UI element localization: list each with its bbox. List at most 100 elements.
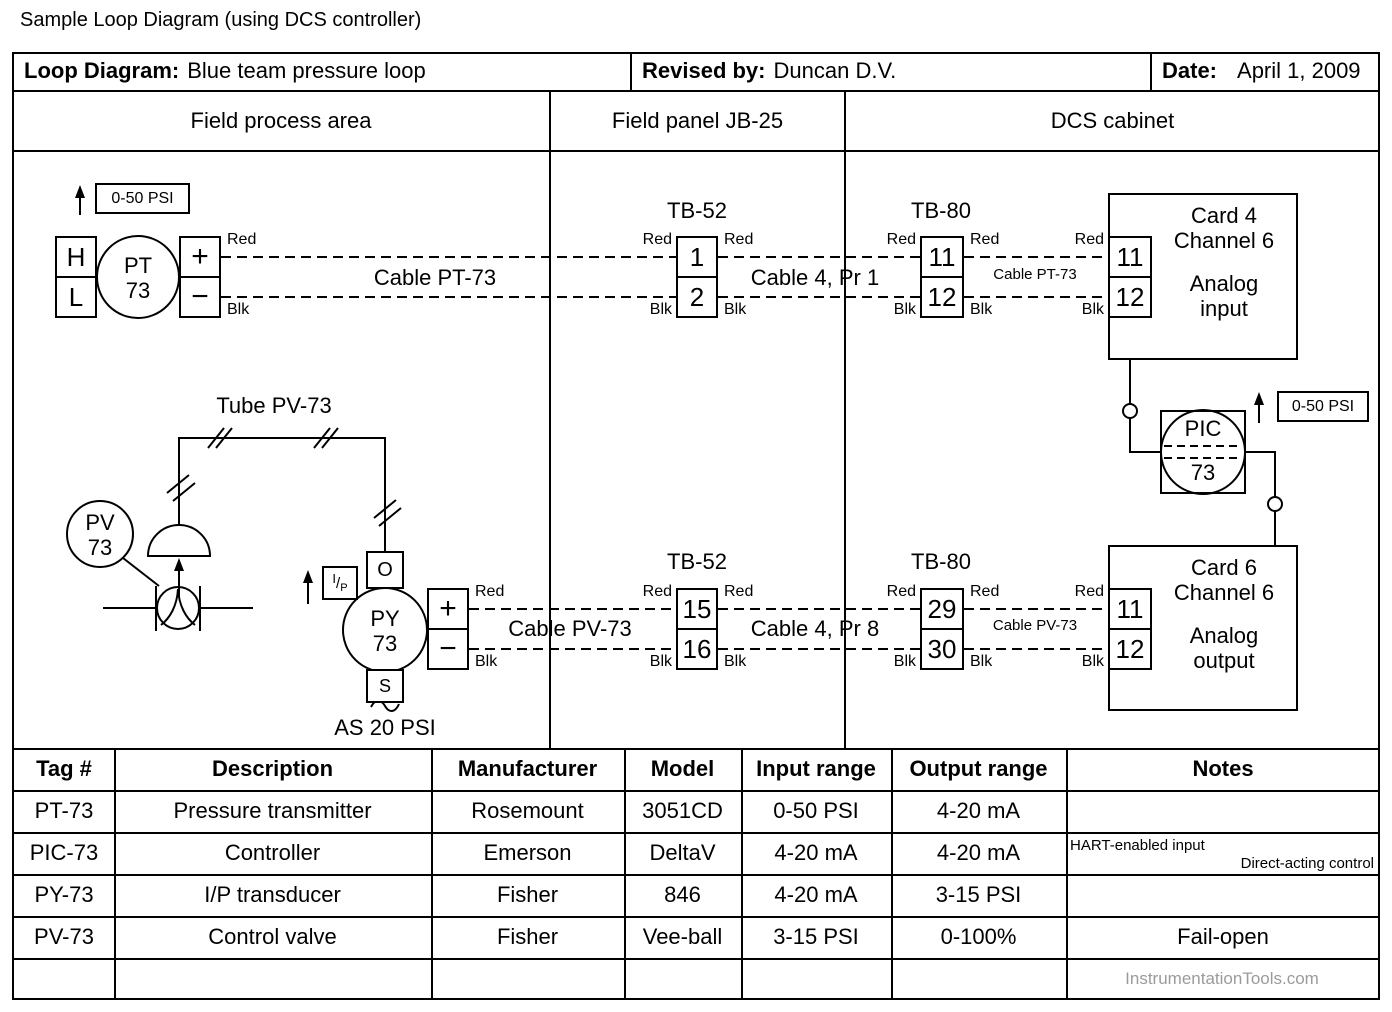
table-row-description: Control valve <box>208 924 337 949</box>
card6-title: Card 6 Channel 6 <box>1173 555 1275 605</box>
table-row-output-range: 4-20 mA <box>936 798 1021 823</box>
table-row-tag: PV-73 <box>34 924 94 949</box>
up-arrows <box>79 197 1260 604</box>
frame-right-line <box>1378 52 1380 1000</box>
wire-label-blk: Blk <box>970 653 993 670</box>
area-header-panel: Field panel JB-25 <box>611 108 784 133</box>
table-row-model: 3051CD <box>642 798 723 823</box>
card4-title: Card 4 Channel 6 <box>1173 203 1275 253</box>
pv-signal-wires <box>469 608 1108 650</box>
area-header-dcs: DCS cabinet <box>1050 108 1175 133</box>
revised-by-value: Duncan D.V. <box>773 58 897 83</box>
pt-cable-field-label: Cable PT-73 <box>373 265 497 290</box>
wire-label-blk: Blk <box>649 301 672 318</box>
page-title: Sample Loop Diagram (using DCS controlle… <box>20 8 422 31</box>
frame-top-line <box>12 52 1380 54</box>
table-row-manufacturer: Emerson <box>483 840 572 865</box>
wire-label-blk: Blk <box>724 301 747 318</box>
table-header-manufacturer: Manufacturer <box>457 756 598 781</box>
wire-label-red: Red <box>970 583 1000 600</box>
tb52-terminal-2: 2 <box>676 276 718 318</box>
date-label: Date: <box>1162 58 1218 83</box>
table-row-line <box>12 832 1380 834</box>
area-header-field: Field process area <box>190 108 372 133</box>
wire-label-red: Red <box>1074 231 1104 248</box>
pic-shared-display-dashes <box>1164 445 1242 459</box>
pt-terminal-minus: − <box>179 276 221 318</box>
card6-terminal-12: 12 <box>1108 628 1152 670</box>
table-header-input-range: Input range <box>756 756 876 781</box>
wire-label-red: Red <box>886 231 916 248</box>
area-divider-field-panel <box>549 92 551 750</box>
revised-by-label: Revised by: <box>642 58 766 83</box>
table-col-line <box>741 748 743 1000</box>
table-row-notes: Fail-open <box>1177 924 1269 949</box>
table-row-input-range: 3-15 PSI <box>773 924 859 949</box>
pt-terminal-plus: + <box>179 236 221 278</box>
tb80-terminal-30: 30 <box>920 628 964 670</box>
wire-label-blk: Blk <box>893 653 916 670</box>
pic-tag-line1: PIC <box>1184 416 1222 441</box>
table-row-line <box>12 916 1380 918</box>
wire-label-red: Red <box>724 231 754 248</box>
wire-label-red: Red <box>1074 583 1104 600</box>
titleblock-bottom-line <box>12 90 1380 92</box>
table-row-input-range: 4-20 mA <box>774 882 858 907</box>
pv-tag: PV 73 <box>85 510 115 560</box>
wire-label-red: Red <box>475 583 505 600</box>
py-tag: PY 73 <box>370 606 400 656</box>
wire-label-blk: Blk <box>970 301 993 318</box>
pneumatic-tube <box>166 427 402 551</box>
py-output-port: O <box>366 551 404 589</box>
py-terminal-plus: + <box>427 588 469 630</box>
frame-left-line <box>12 52 14 1000</box>
table-col-line <box>114 748 116 1000</box>
wire-label-red: Red <box>642 231 672 248</box>
table-header-notes: Notes <box>1192 756 1254 781</box>
table-header-output-range: Output range <box>909 756 1048 781</box>
table-header-model: Model <box>650 756 715 781</box>
py-supply-port: S <box>366 669 404 703</box>
pt-signal-wires <box>221 256 1108 298</box>
pt-cable-panel-label: Cable 4, Pr 1 <box>750 265 880 290</box>
tb80-terminal-29: 29 <box>920 588 964 630</box>
pic-square <box>1160 410 1246 494</box>
table-top-line <box>12 748 1380 750</box>
table-row-output-range: 0-100% <box>940 924 1017 949</box>
table-row-model: DeltaV <box>649 840 716 865</box>
tb52-terminal-15: 15 <box>676 588 718 630</box>
card4-terminal-12: 12 <box>1108 276 1152 318</box>
wire-label-red: Red <box>970 231 1000 248</box>
wire-label-blk: Blk <box>893 301 916 318</box>
table-col-line <box>1066 748 1068 1000</box>
table-row-tag: PIC-73 <box>29 840 99 865</box>
tb80-terminal-12: 12 <box>920 276 964 318</box>
pt-cable-dcs-label: Cable PT-73 <box>993 265 1077 283</box>
pt-range-box: 0-50 PSI <box>95 183 190 214</box>
wire-label-red: Red <box>227 231 257 248</box>
table-col-line <box>431 748 433 1000</box>
table-row-manufacturer: Fisher <box>496 924 559 949</box>
control-valve-symbol <box>103 524 253 631</box>
wire-label-blk: Blk <box>649 653 672 670</box>
date-value: April 1, 2009 <box>1237 58 1361 83</box>
table-col-line <box>624 748 626 1000</box>
pv-tag-circle <box>66 500 134 568</box>
watermark: InstrumentationTools.com <box>1125 969 1319 988</box>
tb52-terminal-16: 16 <box>676 628 718 670</box>
wire-label-red: Red <box>886 583 916 600</box>
loop-diagram-cell: Loop Diagram: Blue team pressure loop <box>24 52 624 90</box>
loop-diagram-value: Blue team pressure loop <box>187 58 426 83</box>
table-row-input-range: 0-50 PSI <box>773 798 859 823</box>
card6-subtitle: Analog output <box>1189 623 1259 673</box>
wire-label-red: Red <box>724 583 754 600</box>
loop-diagram-label: Loop Diagram: <box>24 58 180 83</box>
area-divider-panel-dcs <box>844 92 846 750</box>
dcs-internal-wiring <box>1122 360 1283 545</box>
table-row-output-range: 3-15 PSI <box>935 882 1022 907</box>
table-row-tag: PT-73 <box>34 798 94 823</box>
card6-terminal-11: 11 <box>1108 588 1152 630</box>
wire-label-blk: Blk <box>724 653 747 670</box>
table-row-tag: PY-73 <box>34 882 94 907</box>
pv-cable-field-label: Cable PV-73 <box>508 616 632 641</box>
